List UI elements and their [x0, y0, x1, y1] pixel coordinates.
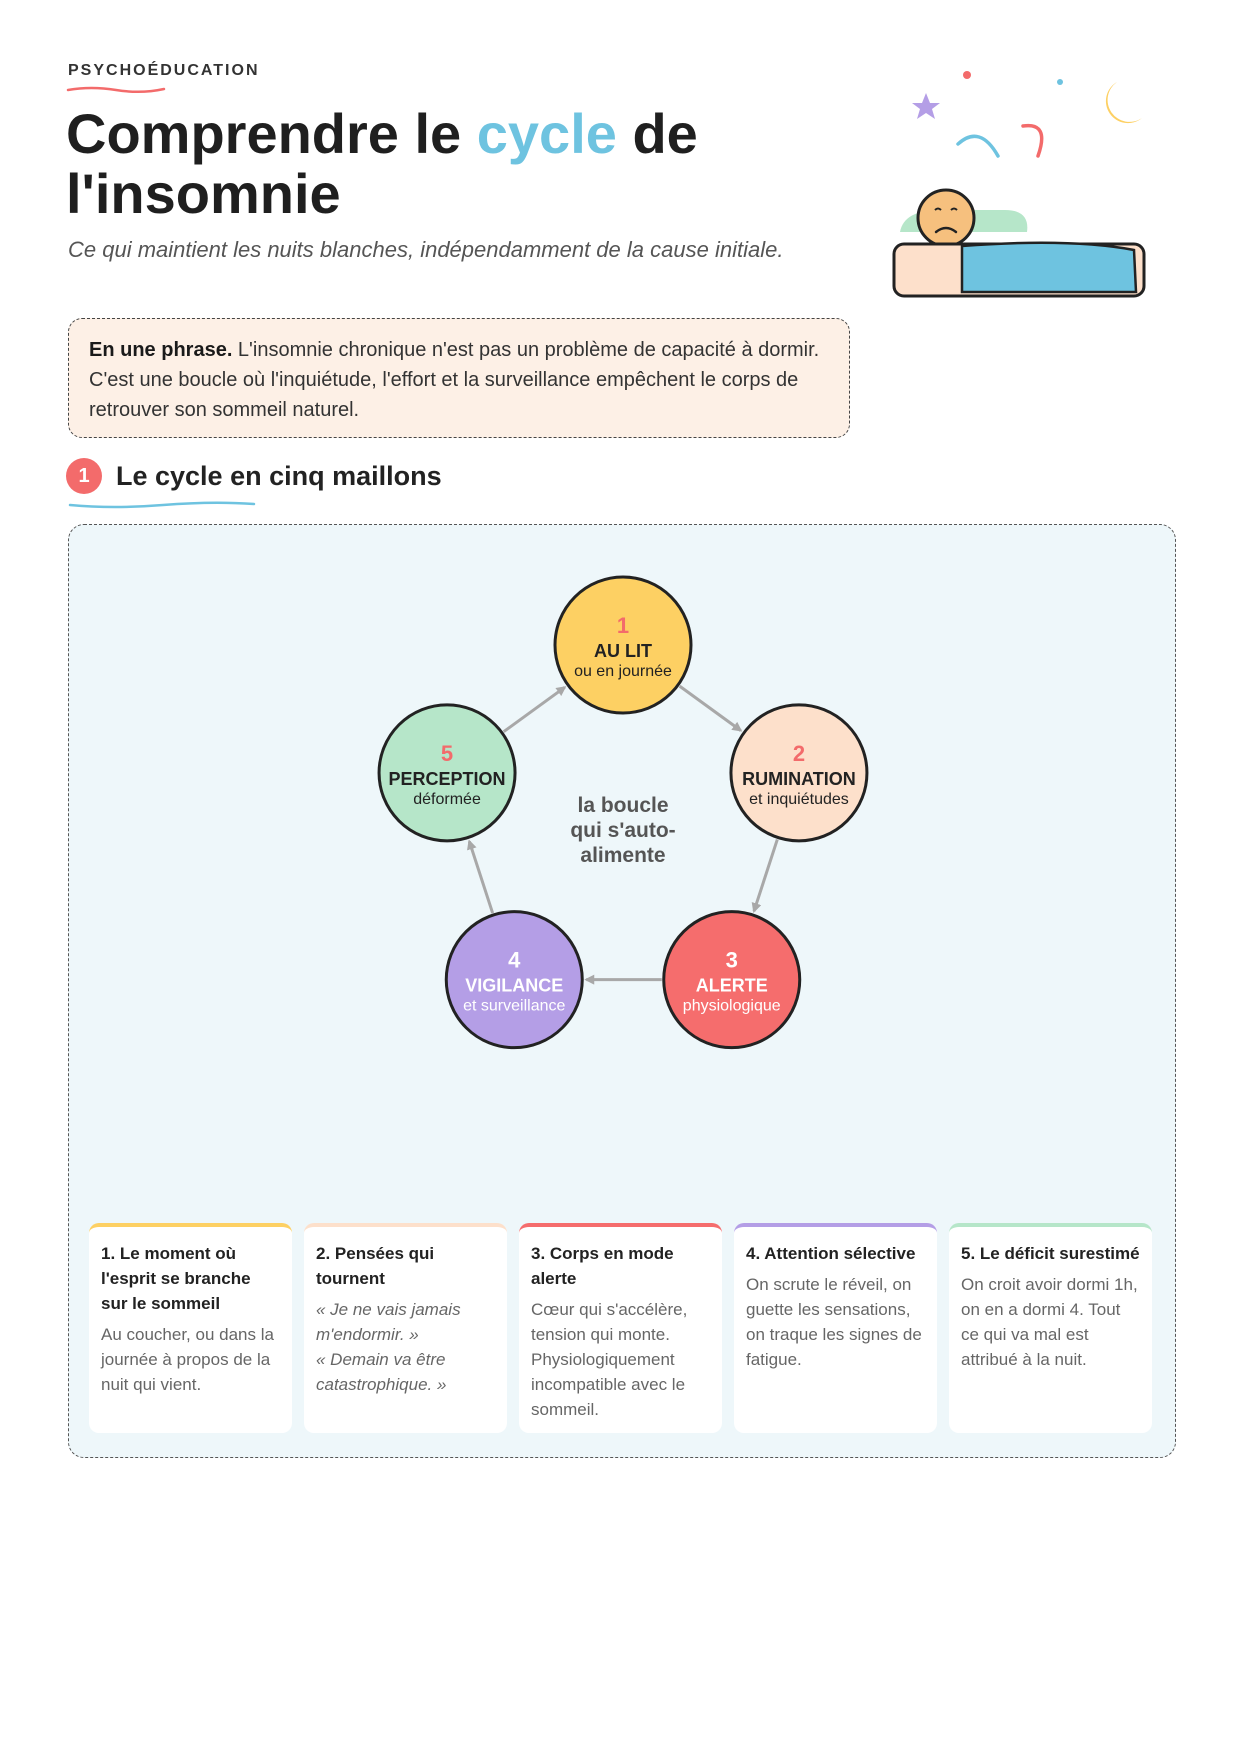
cycle-center-line: qui s'auto- — [570, 819, 675, 842]
squiggle-icon — [1021, 123, 1044, 158]
cycle-node-circle — [444, 910, 584, 1050]
cycle-cards: 1. Le moment où l'esprit se branche sur … — [89, 1223, 1152, 1433]
cycle-node-circle — [377, 703, 517, 843]
card-title: 2. Pensées qui tournent — [316, 1244, 435, 1288]
sad-face-icon — [916, 188, 976, 248]
summary-text: L'insomnie chronique n'est pas un problè… — [89, 339, 820, 421]
section-heading: 1 Le cycle en cinq maillons — [66, 458, 442, 494]
card-body: « Je ne vais jamais m'endormir. » « Demai… — [316, 1297, 495, 1397]
cycle-node-subtitle: ou en journée — [574, 663, 672, 680]
cycle-card: 1. Le moment où l'esprit se branche sur … — [89, 1223, 292, 1433]
cycle-node-number: 4 — [508, 948, 521, 973]
cycle-card: 4. Attention sélective On scrute le révei… — [734, 1223, 937, 1433]
dot-icon — [1057, 79, 1063, 85]
page-subtitle: Ce qui maintient les nuits blanches, ind… — [68, 237, 784, 262]
card-title: 3. Corps en mode alerte — [531, 1244, 674, 1288]
moon-icon — [1105, 82, 1142, 124]
section-number-badge: 1 — [66, 458, 102, 494]
cycle-arrow — [467, 839, 495, 914]
cycle-node-title: VIGILANCE — [465, 976, 563, 996]
card-title: 1. Le moment où l'esprit se branche sur … — [101, 1244, 251, 1313]
cycle-arrow — [678, 684, 743, 732]
card-body-text: Cœur qui s'accélère, tension qui monte. … — [531, 1300, 688, 1419]
card-body-text: Au coucher, ou dans la journée à propos … — [101, 1325, 274, 1394]
eyebrow-underline — [66, 86, 166, 93]
title-part-1: Comprendre le — [66, 102, 477, 165]
cycle-arrow — [502, 686, 567, 733]
card-body-text: « Demain va être catastrophique. » — [316, 1350, 447, 1394]
summary-box: En une phrase. L'insomnie chronique n'es… — [68, 318, 850, 438]
cycle-node-circle — [662, 910, 802, 1050]
bed-icon — [892, 241, 1146, 298]
cycle-node-number: 1 — [617, 613, 629, 638]
summary-lead: En une phrase. — [89, 339, 233, 361]
card-title: 4. Attention sélective — [746, 1244, 916, 1263]
card-body: On scrute le réveil, on guette les sensa… — [746, 1272, 925, 1372]
card-body-text: On scrute le réveil, on guette les sensa… — [746, 1275, 922, 1369]
section-underline — [68, 501, 256, 509]
cycle-center-line: alimente — [580, 844, 665, 867]
cycle-node-subtitle: déformée — [413, 791, 481, 808]
card-body: Au coucher, ou dans la journée à propos … — [101, 1322, 280, 1397]
page-title: Comprendre le cycle de l'insomnie — [66, 104, 806, 224]
cycle-node-circle — [729, 703, 869, 843]
cycle-node-number: 2 — [793, 741, 805, 766]
card-body-text: On croit avoir dormi 1h, on en a dormi 4… — [961, 1275, 1138, 1369]
section-title: Le cycle en cinq maillons — [116, 460, 442, 491]
cycle-center-line: la boucle — [577, 794, 668, 817]
cycle-node-title: AU LIT — [594, 641, 652, 661]
card-body: On croit avoir dormi 1h, on en a dormi 4… — [961, 1272, 1140, 1372]
dot-icon — [963, 71, 971, 79]
squiggle-icon — [956, 134, 1000, 158]
cycle-card: 2. Pensées qui tournent « Je ne vais jama… — [304, 1223, 507, 1433]
insomnia-bed-illustration — [892, 71, 1146, 298]
card-title: 5. Le déficit surestimé — [961, 1244, 1140, 1263]
title-part-2: de l'insomnie — [66, 102, 698, 225]
cycle-node-number: 3 — [726, 948, 738, 973]
cycle-node-1: 1 AU LIT ou en journée — [553, 575, 693, 715]
cycle-node-title: PERCEPTION — [389, 769, 506, 789]
cycle-node-subtitle: physiologique — [683, 998, 781, 1015]
cycle-card: 5. Le déficit surestimé On croit avoir do… — [949, 1223, 1152, 1433]
eyebrow-label: PSYCHOÉDUCATION — [68, 62, 260, 79]
cycle-node-circle — [553, 575, 693, 715]
cycle-node-title: RUMINATION — [742, 769, 856, 789]
cycle-node-subtitle: et inquiétudes — [749, 791, 849, 808]
star-icon — [912, 93, 940, 119]
card-body: Cœur qui s'accélère, tension qui monte. … — [531, 1297, 710, 1422]
title-accent-word: cycle — [476, 102, 617, 165]
cycle-node-number: 5 — [441, 741, 453, 766]
cycle-arrow — [751, 838, 779, 914]
card-body-text: « Je ne vais jamais m'endormir. » — [316, 1300, 461, 1344]
cycle-node-title: ALERTE — [696, 976, 768, 996]
cycle-node-subtitle: et surveillance — [463, 998, 565, 1015]
